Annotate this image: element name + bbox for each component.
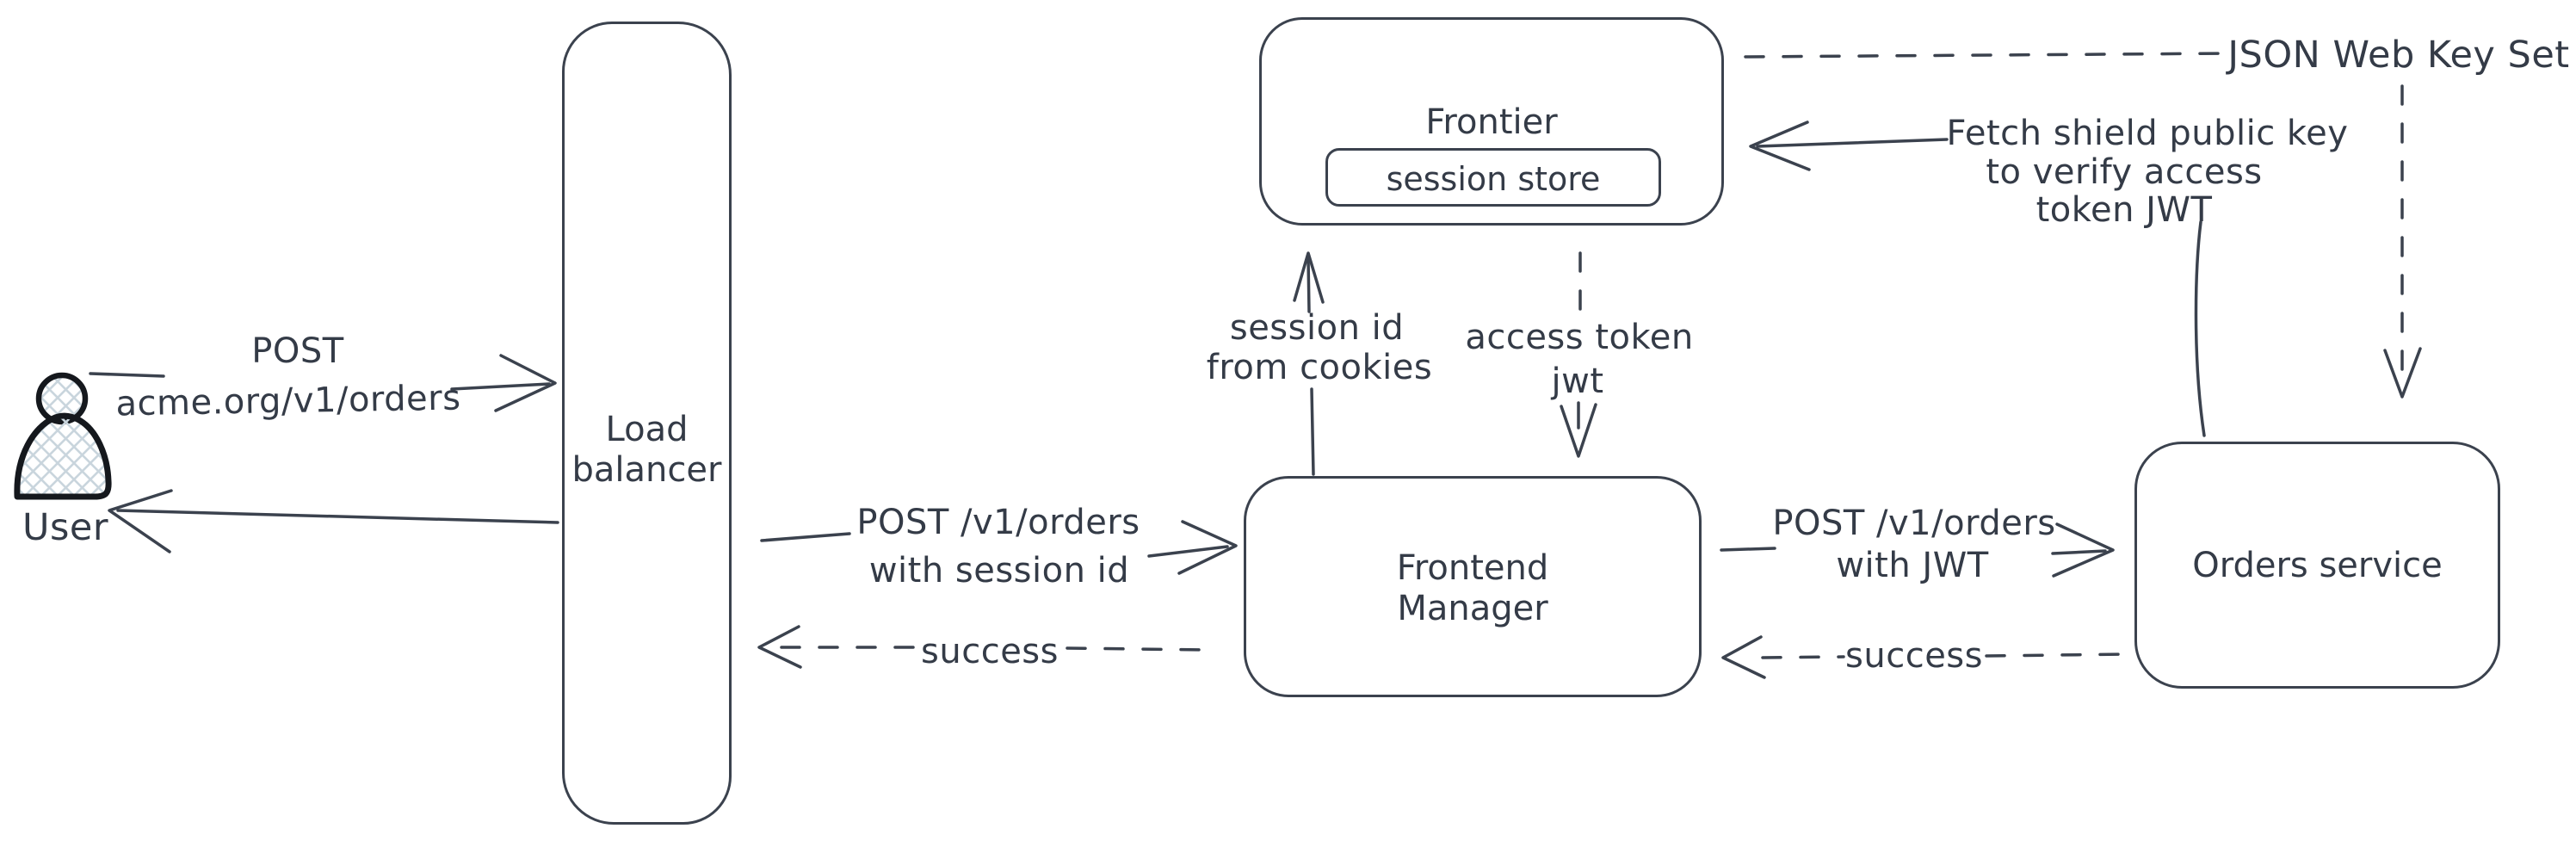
edge-label-post-orders-session-line2: with session id <box>868 551 1130 590</box>
arrow-load-balancer-to-frontend-manager <box>760 520 1238 575</box>
jwks-label: JSON Web Key Set <box>2227 34 2570 77</box>
frontend-manager-label-line2: Manager <box>1397 589 1548 629</box>
frontier-label: Frontier <box>1425 102 1558 142</box>
frontend-manager-label-line1: Frontend <box>1396 548 1549 588</box>
edge-label-post: POST <box>251 331 344 371</box>
edge-label-post-orders-jwt-line2: with JWT <box>1836 546 1989 585</box>
user-icon <box>14 372 112 500</box>
edge-label-fetch-key-line3: token JWT <box>2035 190 2213 230</box>
arrow-orders-service-to-frontend-manager-success <box>1721 635 2128 679</box>
edge-label-from-cookies: from cookies <box>1206 348 1433 387</box>
arrow-load-balancer-to-user <box>108 489 559 553</box>
arrow-frontend-manager-to-orders-service <box>1720 522 2115 578</box>
edge-label-success-left: success <box>921 632 1059 671</box>
arrow-orders-service-to-frontier-fetch-key <box>1749 121 2206 437</box>
arrow-frontier-to-frontend-manager-access-token <box>1560 251 1597 458</box>
edge-label-access-token: access token <box>1465 318 1694 357</box>
session-store-label: session store <box>1386 160 1601 198</box>
node-frontend-manager: Frontend Manager <box>1244 476 1702 697</box>
line-frontier-to-jwks <box>1744 52 2233 59</box>
edge-label-session-id: session id <box>1229 308 1405 348</box>
edge-label-acme-url: acme.org/v1/orders <box>115 378 461 424</box>
edge-label-post-orders-session-line1: POST /v1/orders <box>856 503 1140 542</box>
arrow-frontend-manager-to-load-balancer-success <box>757 625 1208 669</box>
node-load-balancer: Load balancer <box>562 22 732 825</box>
node-frontier: Frontier session store <box>1259 17 1724 226</box>
edge-label-fetch-key-line2: to verify access <box>1986 152 2263 192</box>
node-orders-service: Orders service <box>2134 442 2500 689</box>
edge-label-jwt: jwt <box>1551 362 1604 401</box>
arrow-user-to-load-balancer <box>89 354 557 412</box>
user-label: User <box>22 506 109 549</box>
edge-label-post-orders-jwt-line1: POST /v1/orders <box>1772 504 2056 543</box>
orders-service-label: Orders service <box>2192 546 2443 585</box>
load-balancer-label-line2: balancer <box>571 450 722 491</box>
node-session-store: session store <box>1325 148 1661 207</box>
edge-label-success-right: success <box>1845 636 1983 676</box>
edge-label-fetch-key-line1: Fetch shield public key <box>1946 114 2349 153</box>
arrow-jwks-to-orders-service <box>2383 84 2422 399</box>
load-balancer-label-line1: Load <box>605 410 689 449</box>
arrow-frontend-manager-to-frontier-session-id <box>1293 251 1325 476</box>
